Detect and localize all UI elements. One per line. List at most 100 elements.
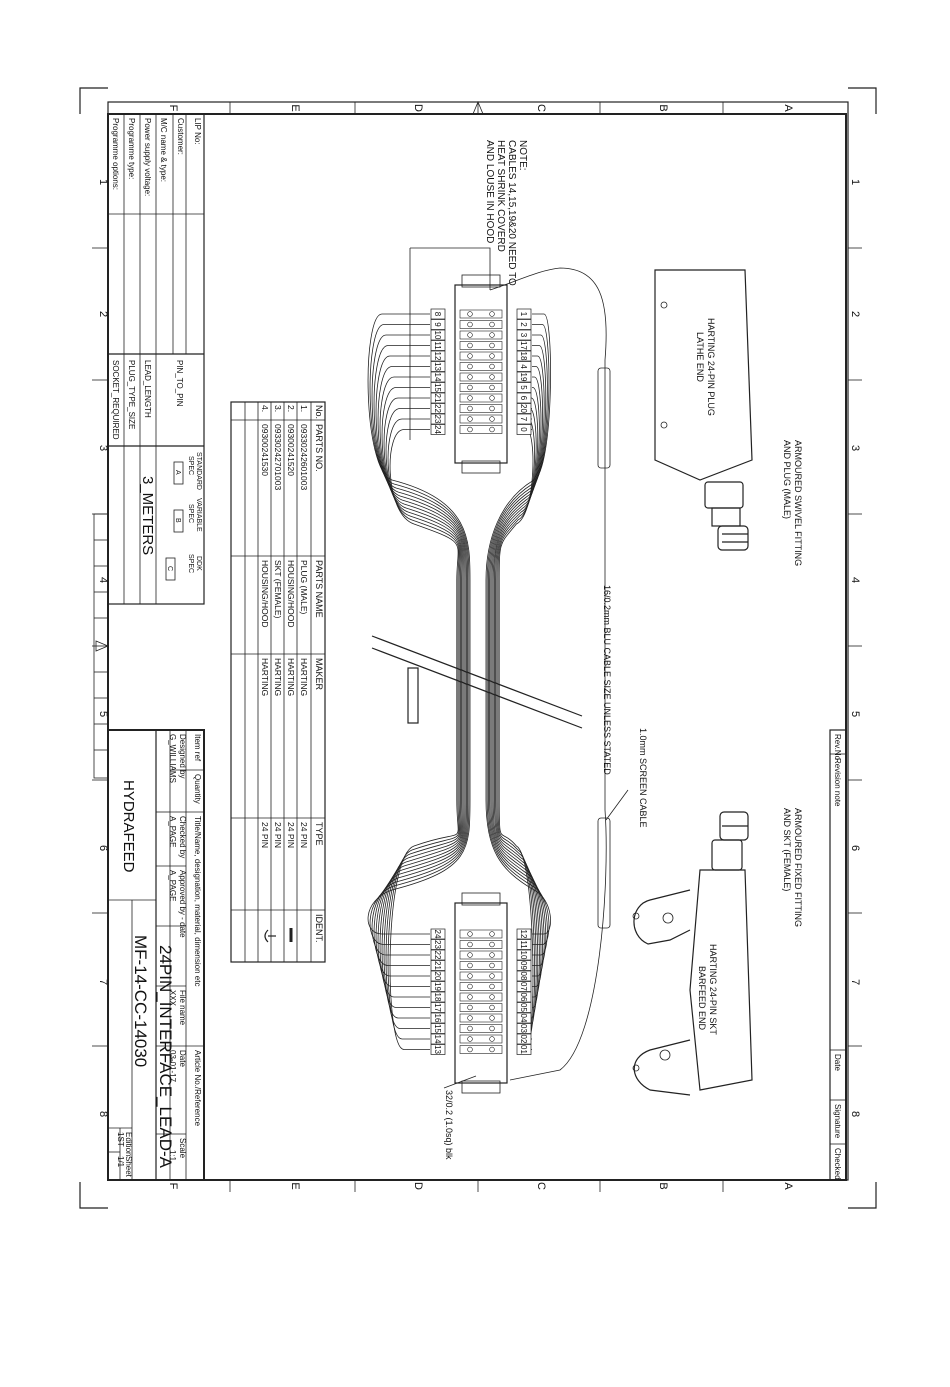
earth-cable-note: 32/0.2 (1.0sq) blk bbox=[444, 1090, 454, 1160]
row-letters-bottom: A B C D E F bbox=[167, 1182, 794, 1190]
pin-tag bbox=[516, 403, 532, 414]
screw-icon bbox=[489, 983, 495, 990]
parts-hdr-maker: MAKER bbox=[314, 658, 324, 691]
pin-tag bbox=[516, 382, 532, 393]
info-label-prog-type: Programme type: bbox=[127, 118, 136, 179]
wire bbox=[494, 387, 540, 1008]
zone-letter: D bbox=[412, 104, 424, 112]
screw-icon bbox=[467, 952, 473, 958]
plug-mount-hole-icon bbox=[660, 301, 668, 309]
pin-tag bbox=[516, 949, 532, 961]
sheet-value: 1/1 bbox=[116, 1156, 125, 1168]
pin-number: 01 bbox=[519, 1045, 528, 1054]
spec-box-a: A bbox=[174, 470, 181, 475]
pin-number: 22 bbox=[433, 404, 442, 413]
pin-tag bbox=[430, 350, 446, 362]
screw-icon bbox=[489, 1004, 495, 1011]
zone-number: 8 bbox=[97, 1111, 109, 1117]
wire bbox=[495, 397, 539, 1019]
zone-number: 4 bbox=[849, 577, 861, 583]
rev-hdr-no: Rev.No bbox=[833, 734, 842, 761]
screw-icon bbox=[489, 342, 495, 349]
wire bbox=[490, 355, 545, 977]
pin-tag bbox=[516, 350, 532, 362]
designed-by-label: Designed by bbox=[178, 734, 187, 778]
pin-number: 8 bbox=[433, 312, 442, 317]
screw-icon bbox=[489, 416, 495, 422]
spec-label-standard: STANDARD bbox=[195, 452, 202, 490]
pin-tag bbox=[430, 1002, 446, 1013]
pin-number: 05 bbox=[519, 1003, 528, 1012]
info-label-lip: LIP No: bbox=[193, 118, 202, 145]
zone-number: 1 bbox=[849, 179, 861, 185]
pin-tag bbox=[430, 413, 446, 425]
screw-icon bbox=[489, 952, 495, 958]
parts-cell: 09300241530 bbox=[260, 424, 270, 476]
pin-tag bbox=[430, 970, 446, 982]
approved-value: A_PAGE bbox=[168, 870, 177, 901]
parts-cell: HARTING bbox=[273, 658, 283, 696]
pin-tag bbox=[430, 928, 446, 940]
screw-icon bbox=[467, 332, 473, 338]
drawing-title: 24PIN_INTERFACE_LEAD-A bbox=[156, 945, 175, 1169]
zone-number: 3 bbox=[97, 445, 109, 451]
terminal-cell bbox=[459, 383, 503, 392]
pin-tag bbox=[430, 991, 446, 1003]
pin-number: 13 bbox=[433, 1045, 442, 1054]
terminal-cell bbox=[459, 362, 503, 371]
screw-icon bbox=[467, 983, 473, 990]
pin-tag bbox=[516, 424, 532, 435]
parts-cell: PLUG (MALE) bbox=[299, 560, 309, 614]
pin-tag bbox=[430, 361, 446, 372]
col-numbers-left: 1 2 3 4 5 6 7 8 bbox=[97, 179, 109, 1117]
pin-number: 10 bbox=[519, 951, 528, 960]
file-name-label: File name bbox=[178, 990, 187, 1026]
sheet-label: Sheet bbox=[124, 1156, 133, 1178]
wire bbox=[381, 387, 463, 1008]
pin-tag bbox=[430, 1033, 446, 1045]
zone-number: 1 bbox=[97, 179, 109, 185]
screw-icon bbox=[467, 405, 473, 412]
zone-letter: A bbox=[782, 104, 794, 112]
title-hdr-title: Title/Name, designation, material, dimen… bbox=[193, 816, 202, 986]
scale-label: Scale bbox=[178, 1138, 187, 1159]
screw-icon bbox=[489, 1025, 495, 1032]
note-line-3: HEAT SHRINK COVERD bbox=[495, 140, 506, 252]
screw-icon bbox=[467, 941, 473, 948]
pin-tag bbox=[516, 340, 532, 351]
info-label-customer: Customer: bbox=[176, 118, 185, 155]
screw-icon bbox=[467, 395, 473, 401]
info-label-prog-options: Programme options: bbox=[111, 118, 120, 190]
pin-tag bbox=[516, 1002, 532, 1013]
terminal-cell bbox=[459, 1003, 503, 1012]
socket-title-2: BARFEED END bbox=[697, 966, 707, 1031]
pin-number: 16 bbox=[433, 1014, 442, 1023]
plug-fitting-2: AND PLUG (MALE) bbox=[782, 440, 792, 519]
parts-cell: 09330242601003 bbox=[299, 424, 309, 490]
screen-cable bbox=[489, 267, 629, 1081]
socket-ident-icon bbox=[264, 929, 269, 943]
zone-number: 7 bbox=[849, 979, 861, 985]
screw-icon bbox=[489, 1036, 495, 1042]
pin-number: 1 bbox=[519, 312, 528, 317]
zone-letter: C bbox=[535, 1182, 547, 1190]
terminal-cell bbox=[459, 1024, 503, 1033]
date-value: 03-01-17 bbox=[168, 1050, 177, 1083]
zone-letter: F bbox=[167, 1183, 179, 1190]
pin-tag bbox=[430, 403, 446, 414]
pin-number: 07 bbox=[519, 982, 528, 991]
pin-tag bbox=[516, 960, 532, 971]
terminal-cell bbox=[459, 971, 503, 981]
inner-frame bbox=[107, 113, 847, 1181]
pin-tag bbox=[516, 1033, 532, 1045]
spec-box-c: C bbox=[166, 566, 173, 571]
pin-number: 22 bbox=[433, 951, 442, 960]
parts-cell: 2. bbox=[286, 405, 296, 412]
terminal-cell bbox=[459, 393, 503, 403]
pin-tag bbox=[430, 939, 446, 950]
pin-number: 24 bbox=[433, 930, 442, 939]
screw-icon bbox=[467, 1004, 473, 1011]
wire bbox=[375, 355, 466, 977]
